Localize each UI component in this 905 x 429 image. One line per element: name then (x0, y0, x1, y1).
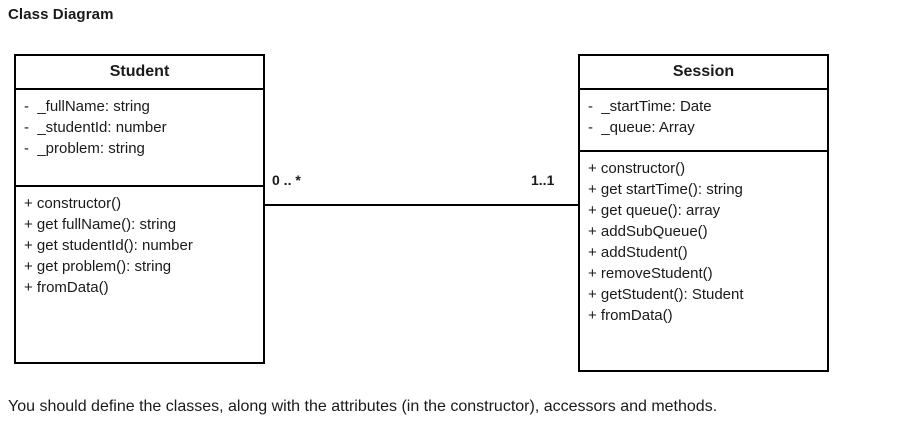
method: + fromData() (24, 279, 109, 296)
class-attributes-student: - _fullName: string - _studentId: number… (16, 90, 263, 187)
class-box-session: Session - _startTime: Date - _queue: Arr… (578, 54, 829, 372)
page-title: Class Diagram (8, 6, 114, 23)
class-name-student: Student (16, 56, 263, 90)
method: + removeStudent() (588, 265, 713, 282)
multiplicity-target: 1..1 (531, 172, 555, 188)
association-line (265, 204, 578, 206)
method: + fromData() (588, 307, 673, 324)
class-box-student: Student - _fullName: string - _studentId… (14, 54, 265, 364)
method: + constructor() (588, 160, 686, 177)
attribute: - _fullName: string (24, 98, 150, 115)
method: + get fullName(): string (24, 216, 177, 233)
method: + addStudent() (588, 244, 688, 261)
multiplicity-source: 0 .. * (272, 172, 301, 188)
method: + get startTime(): string (588, 181, 743, 198)
caption-text: You should define the classes, along wit… (8, 398, 718, 415)
method: + addSubQueue() (588, 223, 708, 240)
method: + get queue(): array (588, 202, 721, 219)
attribute: - _queue: Array (588, 119, 695, 136)
attribute: - _studentId: number (24, 119, 167, 136)
class-methods-student: + constructor() + get fullName(): string… (16, 187, 263, 304)
class-name-session: Session (580, 56, 827, 90)
attribute: - _startTime: Date (588, 98, 712, 115)
method: + get problem(): string (24, 258, 172, 275)
method: + get studentId(): number (24, 237, 193, 254)
method: + constructor() (24, 195, 122, 212)
class-attributes-session: - _startTime: Date - _queue: Array (580, 90, 827, 152)
class-methods-session: + constructor() + get startTime(): strin… (580, 152, 827, 332)
method: + getStudent(): Student (588, 286, 744, 303)
attribute: - _problem: string (24, 140, 145, 157)
